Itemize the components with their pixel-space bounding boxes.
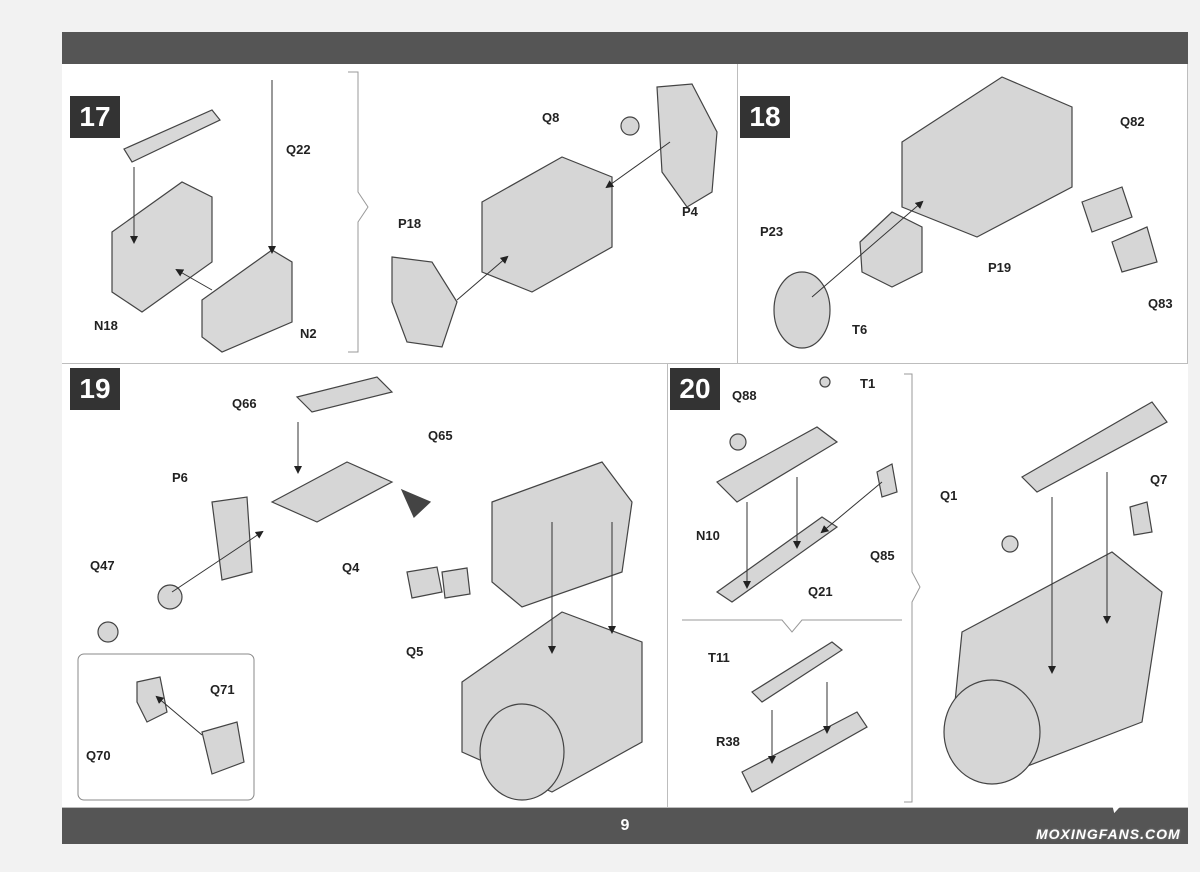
paper-plane-logo [1070,752,1170,814]
part-label-q70: Q70 [86,748,111,763]
part-label-q82: Q82 [1120,114,1145,129]
step-18-panel: 18 [738,64,1188,364]
part-label-q5: Q5 [406,644,424,659]
part-label-r38: R38 [716,734,740,749]
bottom-bar [62,808,1188,844]
part-label-q21: Q21 [808,584,833,599]
part-label-q71: Q71 [210,682,235,697]
step-number: 20 [670,368,720,410]
part-label-p19: P19 [988,260,1012,275]
part-label-q22: Q22 [286,142,311,157]
part-label-p6: P6 [172,470,188,485]
part-label-n18: N18 [94,318,118,333]
part-label-t1: T1 [860,376,876,391]
part-label-q7: Q7 [1150,472,1168,487]
part-label-q8: Q8 [542,110,560,125]
part-label-q66: Q66 [232,396,257,411]
part-label-q4: Q4 [342,560,360,575]
part-label-t11: T11 [708,650,730,665]
page-number: 9 [620,817,630,834]
instruction-page: 17 18 19 20 [62,32,1188,844]
assembly-diagram [77,71,1168,803]
part-label-p4: P4 [682,204,698,219]
step-20-panel: 20 [668,364,1188,808]
step-number: 17 [70,96,120,138]
part-label-q83: Q83 [1148,296,1173,311]
step-number: 19 [70,368,120,410]
step-17-panel: 17 [62,64,738,364]
part-label-q65: Q65 [428,428,453,443]
top-bar [62,32,1188,64]
step-19-panel: 19 [62,364,668,808]
step17-parts-left [111,109,293,353]
part-label-q1: Q1 [940,488,958,503]
part-label-n10: N10 [696,528,720,543]
step-number: 18 [740,96,790,138]
part-label-t6: T6 [852,322,868,337]
part-label-q47: Q47 [90,558,115,573]
watermark-text: MOXINGFANS.COM [1036,826,1181,842]
part-label-q85: Q85 [870,548,895,563]
part-label-p18: P18 [398,216,422,231]
part-label-n2: N2 [300,326,317,341]
part-label-q88: Q88 [732,388,757,403]
part-label-p23: P23 [760,224,784,239]
